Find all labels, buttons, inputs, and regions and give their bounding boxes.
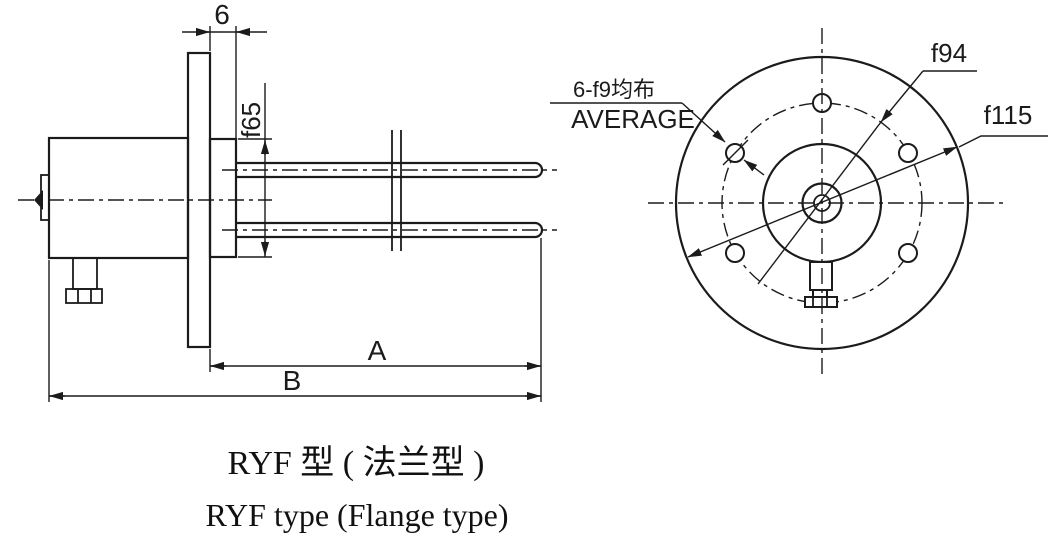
end-cap-marker bbox=[34, 190, 43, 210]
dimension-f94: f94 bbox=[757, 38, 977, 285]
dim-boss-thickness-label: 6 bbox=[214, 0, 230, 30]
front-view: f94 f115 6-f9均布 AVERAGE bbox=[550, 28, 1048, 378]
hex-nut bbox=[65, 288, 103, 304]
dim-bolt-circle-label: f94 bbox=[931, 38, 967, 68]
dimension-f115: f115 bbox=[687, 100, 1048, 258]
bolt-hole-slash bbox=[722, 139, 749, 166]
heating-tube-top bbox=[236, 161, 544, 179]
mounting-hub bbox=[208, 137, 238, 259]
dim-total-length-label: B bbox=[283, 365, 302, 396]
dim-hub-diameter-label: f65 bbox=[236, 102, 266, 138]
heating-tube-bottom bbox=[236, 221, 544, 239]
bolt-hole bbox=[725, 243, 745, 263]
dim-flange-diameter-label: f115 bbox=[984, 100, 1033, 130]
bolt-hole bbox=[898, 243, 918, 263]
side-view: 6 f65 A B bbox=[18, 0, 557, 402]
terminal-neck-front bbox=[812, 289, 828, 298]
caption-title-en: RYF type (Flange type) bbox=[205, 497, 508, 533]
terminal-stud-front bbox=[809, 261, 833, 291]
bolt-hole bbox=[898, 143, 918, 163]
bolt-holes-note-en: AVERAGE bbox=[571, 104, 695, 134]
dimension-f65: f65 bbox=[236, 83, 272, 258]
bolt-holes-note: 6-f9均布 AVERAGE bbox=[550, 77, 765, 176]
heater-body bbox=[47, 136, 190, 260]
terminal-front bbox=[804, 261, 838, 308]
hex-nut-front bbox=[804, 296, 838, 308]
caption-title-zh: RYF 型 ( 法兰型 ) bbox=[228, 444, 485, 482]
bolt-holes-note-zh: 6-f9均布 bbox=[573, 77, 655, 102]
dimension-b: B bbox=[48, 260, 541, 402]
dimension-a: A bbox=[209, 238, 542, 402]
dim-immersion-length-label: A bbox=[368, 335, 387, 366]
terminal-stud bbox=[72, 257, 98, 290]
caption: RYF 型 ( 法兰型 ) RYF type (Flange type) bbox=[205, 444, 508, 533]
dimension-6: 6 bbox=[182, 0, 267, 138]
